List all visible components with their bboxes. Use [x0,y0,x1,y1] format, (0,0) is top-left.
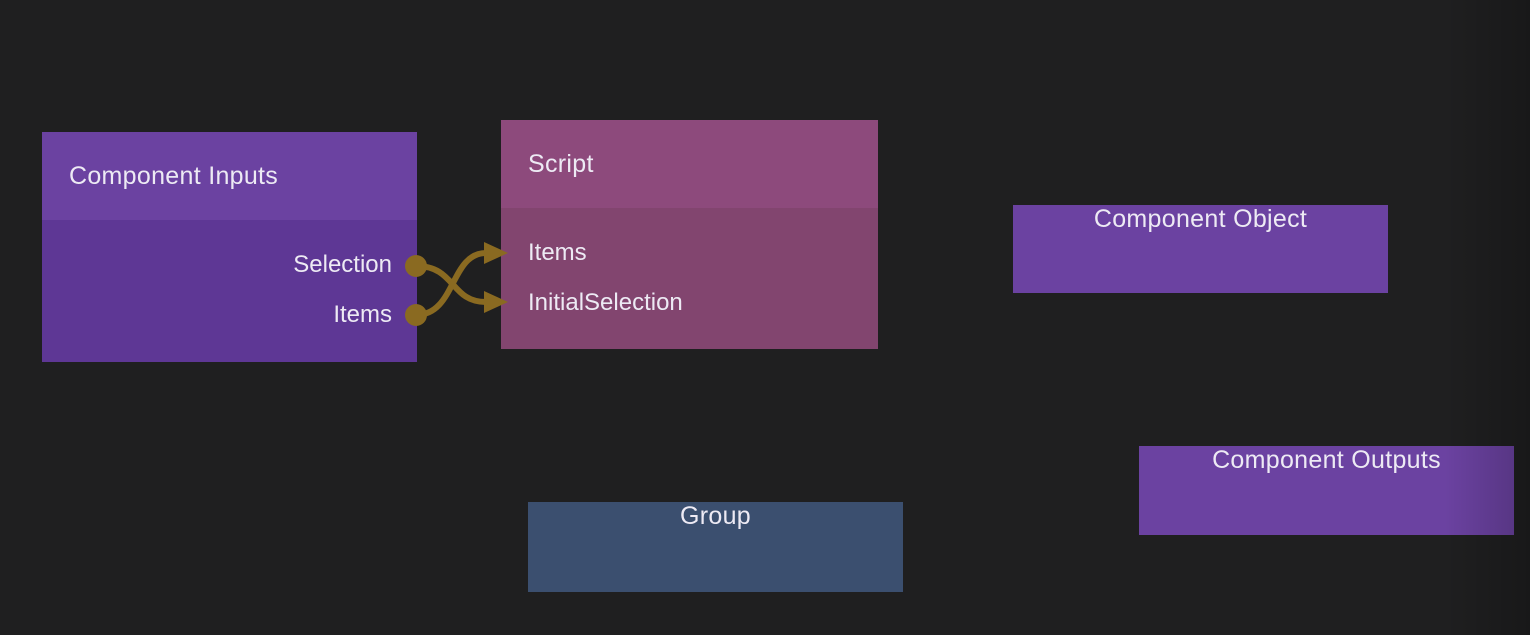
node-script-body: Items InitialSelection [501,208,878,349]
output-port-items[interactable]: Items [42,290,417,340]
port-dot-selection[interactable] [405,255,427,277]
node-title: Component Object [1093,205,1308,233]
node-script[interactable]: Script Items InitialSelection [501,120,878,349]
node-component-inputs[interactable]: Component Inputs Selection Items [42,132,417,362]
node-script-header[interactable]: Script [501,120,878,208]
port-label: InitialSelection [528,289,683,316]
port-label: Items [528,239,587,266]
output-port-selection[interactable]: Selection [42,240,417,290]
port-label: Selection [293,251,392,278]
input-port-initialselection[interactable]: InitialSelection [501,278,878,328]
wire-items-to-items[interactable] [413,250,489,318]
node-component-outputs[interactable]: Component Outputs [1139,446,1514,535]
arrowhead-initialselection[interactable] [484,291,508,313]
node-component-object[interactable]: Component Object [1013,205,1388,293]
port-dot-items[interactable] [405,304,427,326]
node-title: Component Outputs [1212,446,1441,474]
node-title: Component Inputs [69,161,279,190]
node-group[interactable]: Group [528,502,903,592]
node-component-inputs-header[interactable]: Component Inputs [42,132,417,220]
input-port-items[interactable]: Items [501,228,878,278]
node-component-inputs-body: Selection Items [42,220,417,362]
node-title: Script [528,149,594,178]
port-label: Items [333,301,392,328]
arrowhead-items[interactable] [484,242,508,264]
right-edge-shade [1445,0,1530,635]
node-title: Group [680,502,751,530]
